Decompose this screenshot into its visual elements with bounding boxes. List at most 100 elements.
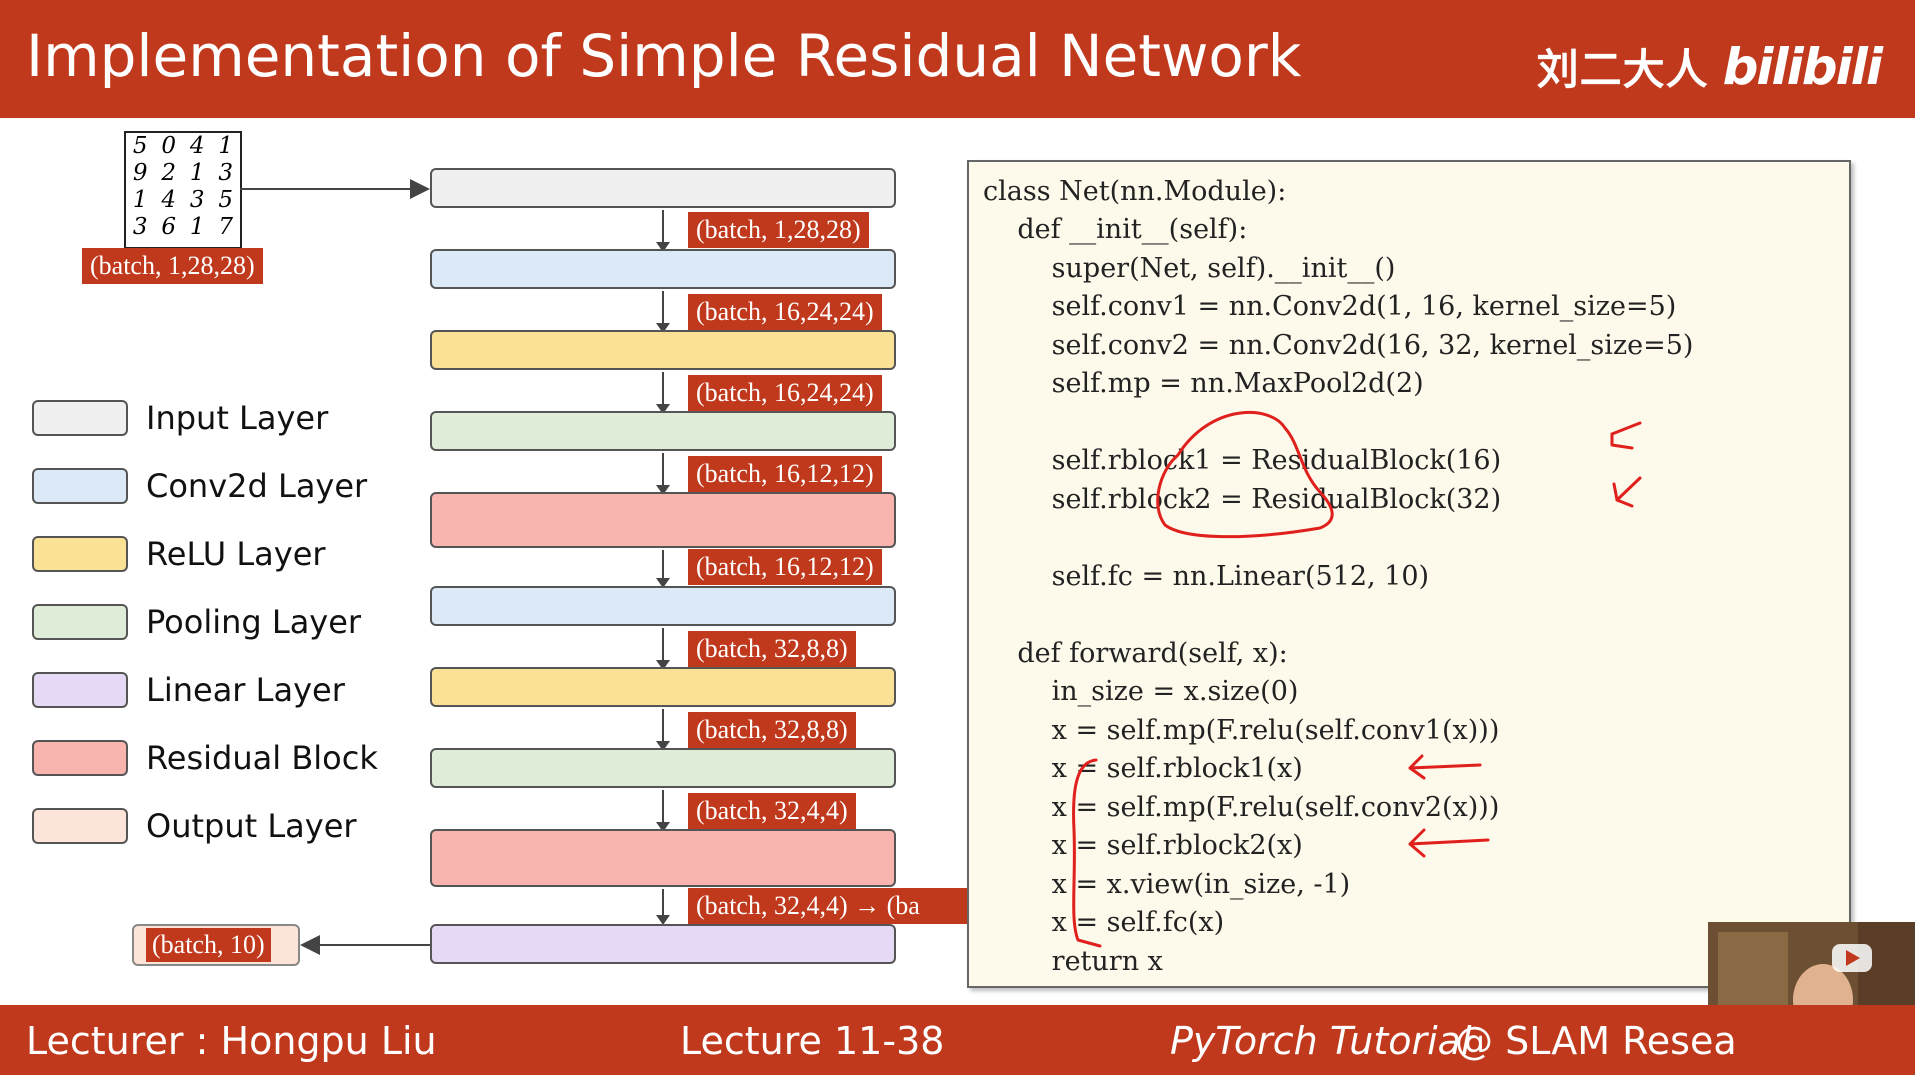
digit: 4 [189, 133, 205, 159]
conv2d-layer-box [430, 586, 896, 626]
down-arrow [656, 210, 670, 252]
digit: 5 [132, 133, 148, 159]
shape-label: (batch, 32,4,4) [688, 793, 856, 829]
shape-label: (batch, 32,4,4) → (ba [688, 888, 974, 924]
down-arrow [656, 628, 670, 670]
conv2d-layer-box [430, 249, 896, 289]
digit: 5 [218, 187, 234, 213]
code-line: self.fc = nn.Linear(512, 10) [983, 561, 1430, 592]
legend-label: Conv2d Layer [146, 467, 368, 505]
legend-swatch [32, 672, 128, 708]
shape-label: (batch, 16,12,12) [688, 456, 882, 492]
lecturer-name: Lecturer : Hongpu Liu [26, 1019, 437, 1063]
shape-label: (batch, 32,8,8) [688, 631, 856, 667]
digit: 2 [161, 160, 177, 186]
code-panel: class Net(nn.Module): def __init__(self)… [967, 160, 1851, 988]
output-shape-label: (batch, 10) [146, 928, 271, 962]
down-arrow [656, 709, 670, 751]
check-mark-annotation [1612, 476, 1642, 508]
code-line: x = x.view(in_size, -1) [983, 869, 1351, 900]
legend-label: Output Layer [146, 807, 357, 845]
digit: 0 [161, 133, 177, 159]
legend-swatch [32, 400, 128, 436]
lecture-number: Lecture 11-38 [680, 1019, 945, 1063]
legend-label: Linear Layer [146, 671, 345, 709]
code-line: return x [983, 946, 1163, 977]
slide-title: Implementation of Simple Residual Networ… [26, 22, 1302, 90]
digit: 3 [218, 160, 234, 186]
code-line: x = self.rblock1(x) [983, 753, 1303, 784]
code-line: def forward(self, x): [983, 638, 1288, 669]
legend-swatch [32, 468, 128, 504]
digit: 4 [161, 187, 177, 213]
code-line: in_size = x.size(0) [983, 676, 1299, 707]
digit: 1 [218, 133, 234, 159]
code-line: self.rblock2 = ResidualBlock(32) [983, 484, 1502, 515]
digit: 9 [132, 160, 148, 186]
input-shape-label: (batch, 1,28,28) [82, 248, 263, 284]
digit: 3 [189, 187, 205, 213]
code-line: x = self.fc(x) [983, 907, 1225, 938]
legend-swatch [32, 604, 128, 640]
code-line: self.rblock1 = ResidualBlock(16) [983, 445, 1502, 476]
legend-label: ReLU Layer [146, 535, 326, 573]
pooling-layer-box [430, 411, 896, 451]
brand: 刘二大人 bilibili [1536, 36, 1883, 97]
down-arrow [656, 550, 670, 588]
digit: 7 [218, 214, 234, 240]
digit: 6 [161, 214, 177, 240]
residual-block-box [430, 829, 896, 887]
legend-swatch [32, 808, 128, 844]
arrow-annotation [1408, 828, 1490, 858]
down-arrow [656, 372, 670, 414]
linear-layer-box [430, 924, 896, 964]
legend-label: Residual Block [146, 739, 378, 777]
circle-annotation [1156, 410, 1334, 539]
bracket-annotation [1072, 758, 1102, 948]
digit: 1 [189, 214, 205, 240]
digit: 1 [189, 160, 205, 186]
check-mark-annotation [1610, 421, 1642, 450]
input-layer-box [430, 168, 896, 208]
code-line: self.conv1 = nn.Conv2d(1, 16, kernel_siz… [983, 291, 1677, 322]
legend-label: Input Layer [146, 399, 329, 437]
digit: 1 [132, 187, 148, 213]
code-line: def __init__(self): [983, 214, 1248, 245]
code-line: x = self.rblock2(x) [983, 830, 1303, 861]
code-line: self.mp = nn.MaxPool2d(2) [983, 368, 1424, 399]
code-line: x = self.mp(F.relu(self.conv1(x))) [983, 715, 1500, 746]
code-line: class Net(nn.Module): [983, 176, 1287, 207]
down-arrow [656, 453, 670, 495]
brand-name: 刘二大人 [1536, 45, 1709, 94]
relu-layer-box [430, 667, 896, 707]
code-line: x = self.mp(F.relu(self.conv2(x))) [983, 792, 1500, 823]
shape-label: (batch, 32,8,8) [688, 712, 856, 748]
org-name: @ SLAM Resea [1455, 1019, 1737, 1063]
code-line: self.conv2 = nn.Conv2d(16, 32, kernel_si… [983, 330, 1694, 361]
header-bar: Implementation of Simple Residual Networ… [0, 0, 1915, 118]
legend-swatch [32, 740, 128, 776]
relu-layer-box [430, 330, 896, 370]
down-arrow [656, 291, 670, 333]
legend-label: Pooling Layer [146, 603, 362, 641]
shape-label: (batch, 16,24,24) [688, 294, 882, 330]
down-arrow [656, 790, 670, 832]
code-line: super(Net, self).__init__() [983, 253, 1396, 284]
shape-label: (batch, 16,12,12) [688, 549, 882, 585]
bilibili-logo: bilibili [1722, 38, 1883, 96]
digit: 3 [132, 214, 148, 240]
shape-label: (batch, 1,28,28) [688, 212, 869, 248]
shape-label: (batch, 16,24,24) [688, 375, 882, 411]
footer-bar: Lecturer : Hongpu Liu Lecture 11-38 PyTo… [0, 1005, 1915, 1075]
tutorial-name: PyTorch Tutorial [1170, 1019, 1472, 1063]
legend-swatch [32, 536, 128, 572]
down-arrow [656, 889, 670, 925]
pooling-layer-box [430, 748, 896, 788]
